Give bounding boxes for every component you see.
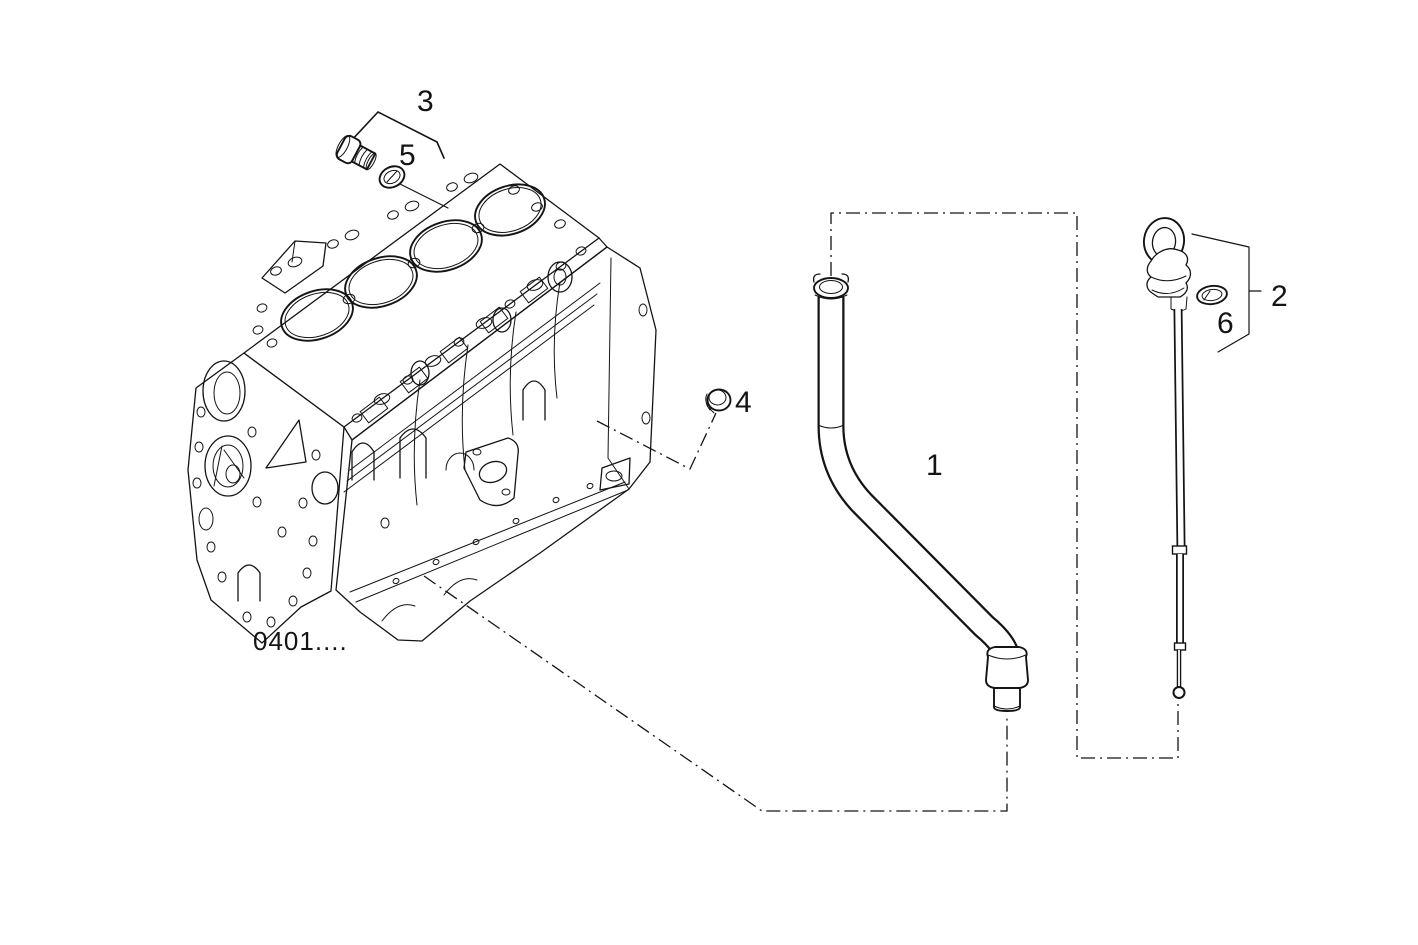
deck-bolt-holes xyxy=(252,172,587,423)
callout-5-label: 5 xyxy=(399,139,416,172)
callout-4-label: 4 xyxy=(735,386,752,419)
left-face-details xyxy=(192,360,339,628)
callout-3-label: 3 xyxy=(417,85,434,118)
callout-6-label: 6 xyxy=(1217,307,1234,340)
washer-5-leader-line xyxy=(399,183,449,209)
callout-2-bracket xyxy=(1191,233,1262,353)
side-face-details xyxy=(343,257,651,622)
group-boundary-dashed-line xyxy=(830,212,1179,759)
oil-filler-tube-drawing xyxy=(812,273,1029,712)
plug-4-drawing xyxy=(705,388,732,414)
tube-1-leader-line xyxy=(423,575,1008,812)
reference-code-label: 0401.... xyxy=(253,626,348,656)
washer-5-drawing xyxy=(378,165,406,189)
washer-6-drawing xyxy=(1196,284,1228,306)
dipstick-drawing xyxy=(1142,217,1192,699)
plug-3-drawing xyxy=(335,134,377,171)
engine-block-drawing xyxy=(187,163,657,644)
callout-3-leader-line xyxy=(349,111,445,159)
plug-4-leader-line xyxy=(596,412,717,470)
cylinder-bores xyxy=(280,183,546,342)
callout-2-label: 2 xyxy=(1271,280,1288,313)
callout-1-label: 1 xyxy=(926,449,943,482)
